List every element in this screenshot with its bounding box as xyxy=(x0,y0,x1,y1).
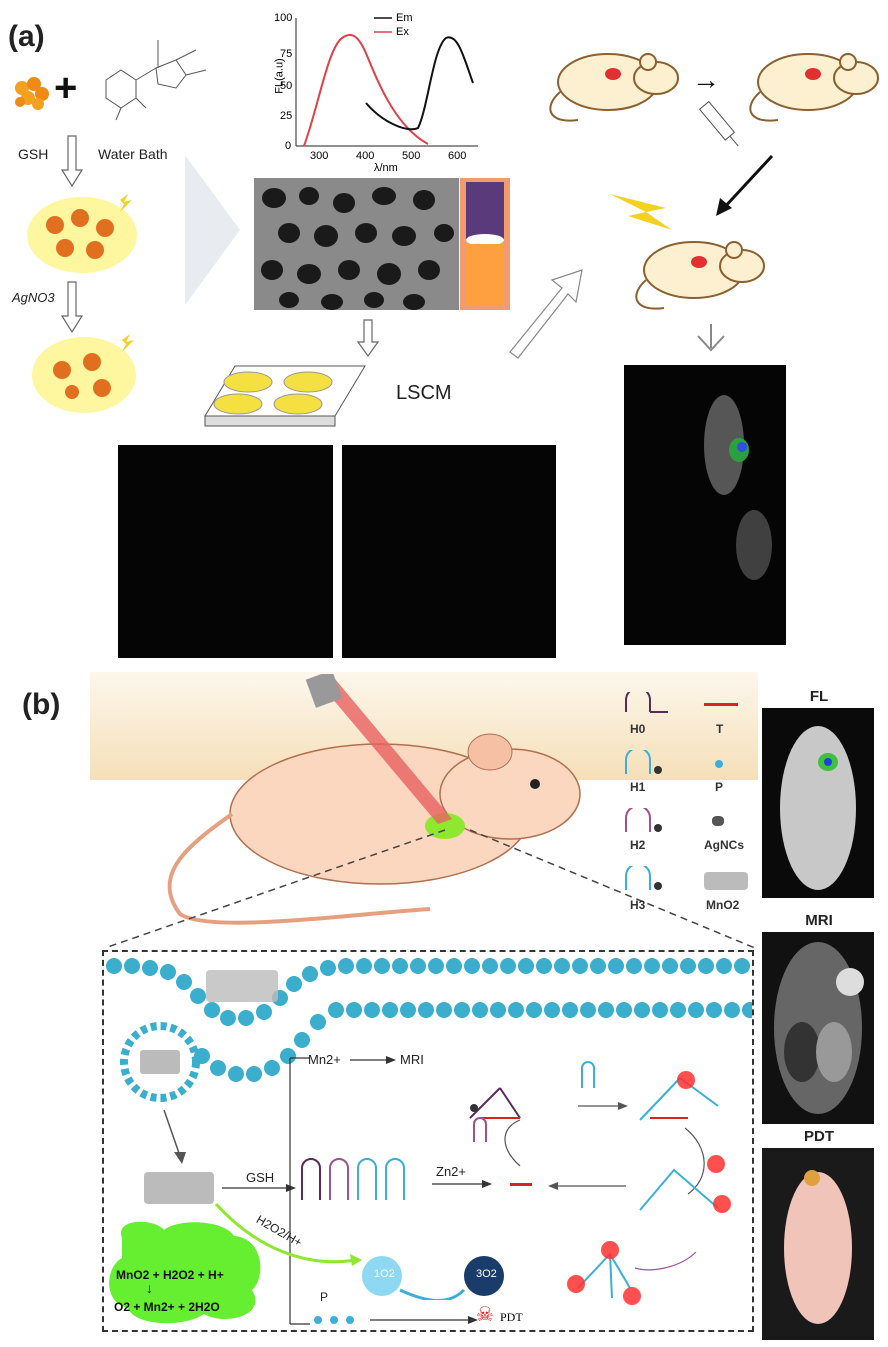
reaction-line-1: MnO2 + H2O2 + H+ xyxy=(116,1268,224,1282)
hairpin-h1-icon xyxy=(625,750,662,774)
big-right-arrow-icon xyxy=(185,155,240,305)
y-tick: 25 xyxy=(280,110,293,122)
fluorescence-spectrum-chart xyxy=(295,18,478,147)
mri-photo xyxy=(762,932,874,1124)
legend-mno2-label: MnO2 xyxy=(706,898,740,912)
y-axis-label: FL(a.u) xyxy=(273,58,286,94)
tem-image xyxy=(254,178,459,310)
diagonal-arrow-icon xyxy=(509,269,583,359)
pdt-mouse-photo xyxy=(762,1148,874,1340)
p-molecules-arrow xyxy=(314,1316,478,1324)
skull-icon: ☠ xyxy=(476,1304,494,1326)
legend-h0-label: H0 xyxy=(630,722,646,736)
down-arrow-icon xyxy=(697,324,725,352)
arrow-down-icon xyxy=(163,1109,186,1164)
fl-title: FL xyxy=(809,688,829,705)
diagonal-arrow-icon xyxy=(716,154,774,216)
right-arrow-icon: → xyxy=(692,64,720,95)
x-tick: 400 xyxy=(356,150,375,162)
gsh-b-label: GSH xyxy=(246,1170,275,1185)
silver-gold-nanocluster-icon xyxy=(32,334,136,413)
t-strand-icon xyxy=(704,703,738,706)
x-tick: 600 xyxy=(448,150,467,162)
lightning-icon xyxy=(610,194,672,230)
oxygen-spheres xyxy=(362,1256,504,1300)
in-vivo-fluorescence-image xyxy=(624,365,786,645)
gold-precursor-icon xyxy=(15,77,49,110)
pdt-title: PDT xyxy=(804,1128,834,1145)
photosensitizer-icon xyxy=(715,760,723,768)
lscm-image-right xyxy=(342,445,556,658)
mri-result-label: MRI xyxy=(400,1052,424,1067)
lscm-image-left xyxy=(118,445,333,658)
lscm-label: LSCM xyxy=(396,382,452,404)
panel-a-label: (a) xyxy=(8,20,45,53)
legend-em: Em xyxy=(396,12,413,24)
fl-mouse-photo xyxy=(762,708,874,898)
down-arrow-icon xyxy=(60,281,84,334)
p-label: P xyxy=(320,1290,329,1304)
legend-h3-label: H3 xyxy=(630,898,646,912)
mouse-illustration xyxy=(167,674,581,925)
agno3-label: AgNO3 xyxy=(12,290,55,305)
rat-icon xyxy=(749,53,879,122)
pdt-result-label: PDT xyxy=(500,1310,523,1324)
green-cloud xyxy=(109,1221,261,1324)
rat-icon xyxy=(549,53,679,122)
y-tick: 0 xyxy=(285,140,292,152)
y-tick: 50 xyxy=(280,80,293,92)
nucleoside-structure-icon xyxy=(105,40,207,121)
legend-agncs-label: AgNCs xyxy=(704,838,745,852)
hairpin-h2-icon xyxy=(625,808,662,832)
y-tick: 100 xyxy=(274,12,293,24)
zn-label: Zn2+ xyxy=(436,1164,466,1179)
hairpin-h3-icon xyxy=(625,866,662,890)
cell-culture-plate-icon xyxy=(204,365,366,427)
x-tick: 300 xyxy=(310,150,329,162)
released-hairpins xyxy=(301,1158,405,1200)
plus-sign: + xyxy=(54,66,78,110)
mno2-nanosheet-probe xyxy=(144,1172,214,1204)
gold-nanocluster-icon xyxy=(27,194,137,273)
legend-swatches xyxy=(374,17,392,33)
arrow-right-icon xyxy=(432,1180,492,1188)
cuvette-photo xyxy=(460,178,510,310)
zoom-lines xyxy=(104,829,756,949)
singlet-oxygen-label: 1O2 xyxy=(374,1268,395,1280)
reaction-line-2: O2 + Mn2+ + 2H2O xyxy=(114,1300,220,1314)
x-tick: 500 xyxy=(402,150,421,162)
legend-h1-label: H1 xyxy=(630,780,646,794)
mn-label: Mn2+ xyxy=(308,1052,341,1067)
h2o2-arrow xyxy=(214,1202,362,1266)
hairpin-h0-icon xyxy=(625,692,668,713)
endosome-vesicle xyxy=(120,1022,200,1102)
reaction-arrow: ↓ xyxy=(146,1280,153,1296)
mno2-sheet-icon xyxy=(704,872,748,890)
legend-p-label: P xyxy=(715,780,724,794)
branch-lines xyxy=(222,1057,310,1325)
target-strand xyxy=(510,1183,532,1186)
triplet-oxygen-label: 3O2 xyxy=(476,1268,497,1280)
gsh-label: GSH xyxy=(18,146,49,162)
catalytic-cycle xyxy=(469,1061,731,1305)
rat-icon xyxy=(635,241,765,310)
panel-b-label: (b) xyxy=(22,688,61,721)
legend-t-label: T xyxy=(716,722,724,736)
x-axis-label: λ/nm xyxy=(374,162,398,174)
arrow-right-icon xyxy=(350,1056,396,1064)
y-tick: 75 xyxy=(280,48,293,60)
legend-ex: Ex xyxy=(396,26,409,38)
down-arrow-icon xyxy=(60,135,84,188)
water-bath-label: Water Bath xyxy=(98,146,168,162)
agncs-icon xyxy=(712,816,724,826)
zoom-box xyxy=(102,950,754,1332)
down-arrow-icon xyxy=(356,319,380,358)
legend-h2-label: H2 xyxy=(630,838,646,852)
mri-title: MRI xyxy=(805,912,833,929)
syringe-icon xyxy=(698,100,739,147)
cell-membrane xyxy=(106,958,752,1082)
